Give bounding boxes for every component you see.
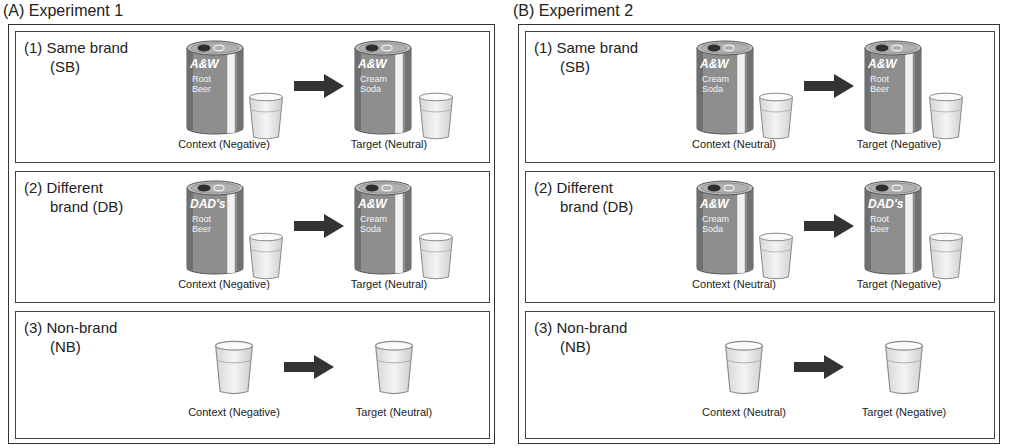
- flavor-name: Root Beer: [870, 74, 904, 94]
- block-arrow: [294, 74, 344, 98]
- condition-box: (3) Non-brand (NB): [525, 311, 995, 439]
- flavor-name: Root Beer: [192, 74, 226, 94]
- stimulus-label: Context (Negative): [188, 406, 280, 418]
- brand-name: A&W: [190, 57, 228, 71]
- condition-label: (1) Same brand (SB): [534, 38, 652, 76]
- stimulus-label: Target (Neutral): [351, 278, 427, 290]
- condition-label: (3) Non-brand (NB): [534, 318, 652, 356]
- brand-name: A&W: [868, 57, 906, 71]
- flavor-name: Root Beer: [870, 214, 904, 234]
- panel-title: (A) Experiment 1: [3, 2, 123, 20]
- cup: [376, 341, 413, 393]
- brand-name: DAD's: [868, 197, 906, 211]
- block-arrow: [794, 355, 844, 379]
- soda-can: A&W Root Beer: [864, 40, 922, 136]
- stimulus-label: Context (Neutral): [692, 278, 776, 290]
- flavor-name: Cream Soda: [360, 74, 394, 94]
- brand-name: A&W: [358, 197, 396, 211]
- block-arrow: [284, 355, 334, 379]
- soda-can: A&W Cream Soda: [354, 40, 412, 136]
- block-arrow: [294, 214, 344, 238]
- cup: [420, 93, 453, 139]
- condition-label: (2) Different brand (DB): [534, 178, 652, 216]
- cup: [886, 341, 923, 393]
- soda-can: A&W Cream Soda: [696, 40, 754, 136]
- cup: [250, 93, 283, 139]
- cup: [250, 233, 283, 279]
- cup: [760, 233, 793, 279]
- brand-name: A&W: [700, 57, 738, 71]
- cup: [420, 233, 453, 279]
- stimulus-label: Target (Neutral): [351, 138, 427, 150]
- block-arrow: [804, 214, 854, 238]
- flavor-name: Cream Soda: [702, 214, 736, 234]
- brand-name: DAD's: [190, 197, 228, 211]
- flavor-name: Cream Soda: [702, 74, 736, 94]
- flavor-name: Root Beer: [192, 214, 226, 234]
- cup: [726, 341, 763, 393]
- panel-title: (B) Experiment 2: [513, 2, 633, 20]
- condition-label: (2) Different brand (DB): [24, 178, 142, 216]
- stimulus-label: Context (Negative): [178, 278, 270, 290]
- condition-label: (3) Non-brand (NB): [24, 318, 142, 356]
- cup: [760, 93, 793, 139]
- brand-name: A&W: [358, 57, 396, 71]
- stimulus-label: Context (Neutral): [702, 406, 786, 418]
- soda-can: A&W Cream Soda: [696, 180, 754, 276]
- stimulus-label: Target (Neutral): [356, 406, 432, 418]
- stimulus-label: Context (Negative): [178, 138, 270, 150]
- cup: [930, 233, 963, 279]
- soda-can: A&W Cream Soda: [354, 180, 412, 276]
- condition-box: (3) Non-brand (NB): [15, 311, 490, 439]
- cup: [216, 341, 253, 393]
- block-arrow: [804, 74, 854, 98]
- soda-can: DAD'sRoot Beer: [864, 180, 922, 276]
- brand-name: A&W: [700, 197, 738, 211]
- stimulus-label: Target (Negative): [857, 138, 941, 150]
- condition-label: (1) Same brand (SB): [24, 38, 142, 76]
- stimulus-label: Context (Neutral): [692, 138, 776, 150]
- soda-can: A&W Root Beer: [186, 40, 244, 136]
- experiment-panel: (A) Experiment 1(1) Same brand (SB)A&WRo…: [8, 24, 495, 444]
- cup: [930, 93, 963, 139]
- stimulus-label: Target (Negative): [857, 278, 941, 290]
- soda-can: DAD'sRoot Beer: [186, 180, 244, 276]
- experiment-panel: (B) Experiment 2(1) Same brand (SB)A&WCr…: [518, 24, 1000, 444]
- stimulus-label: Target (Negative): [862, 406, 946, 418]
- flavor-name: Cream Soda: [360, 214, 394, 234]
